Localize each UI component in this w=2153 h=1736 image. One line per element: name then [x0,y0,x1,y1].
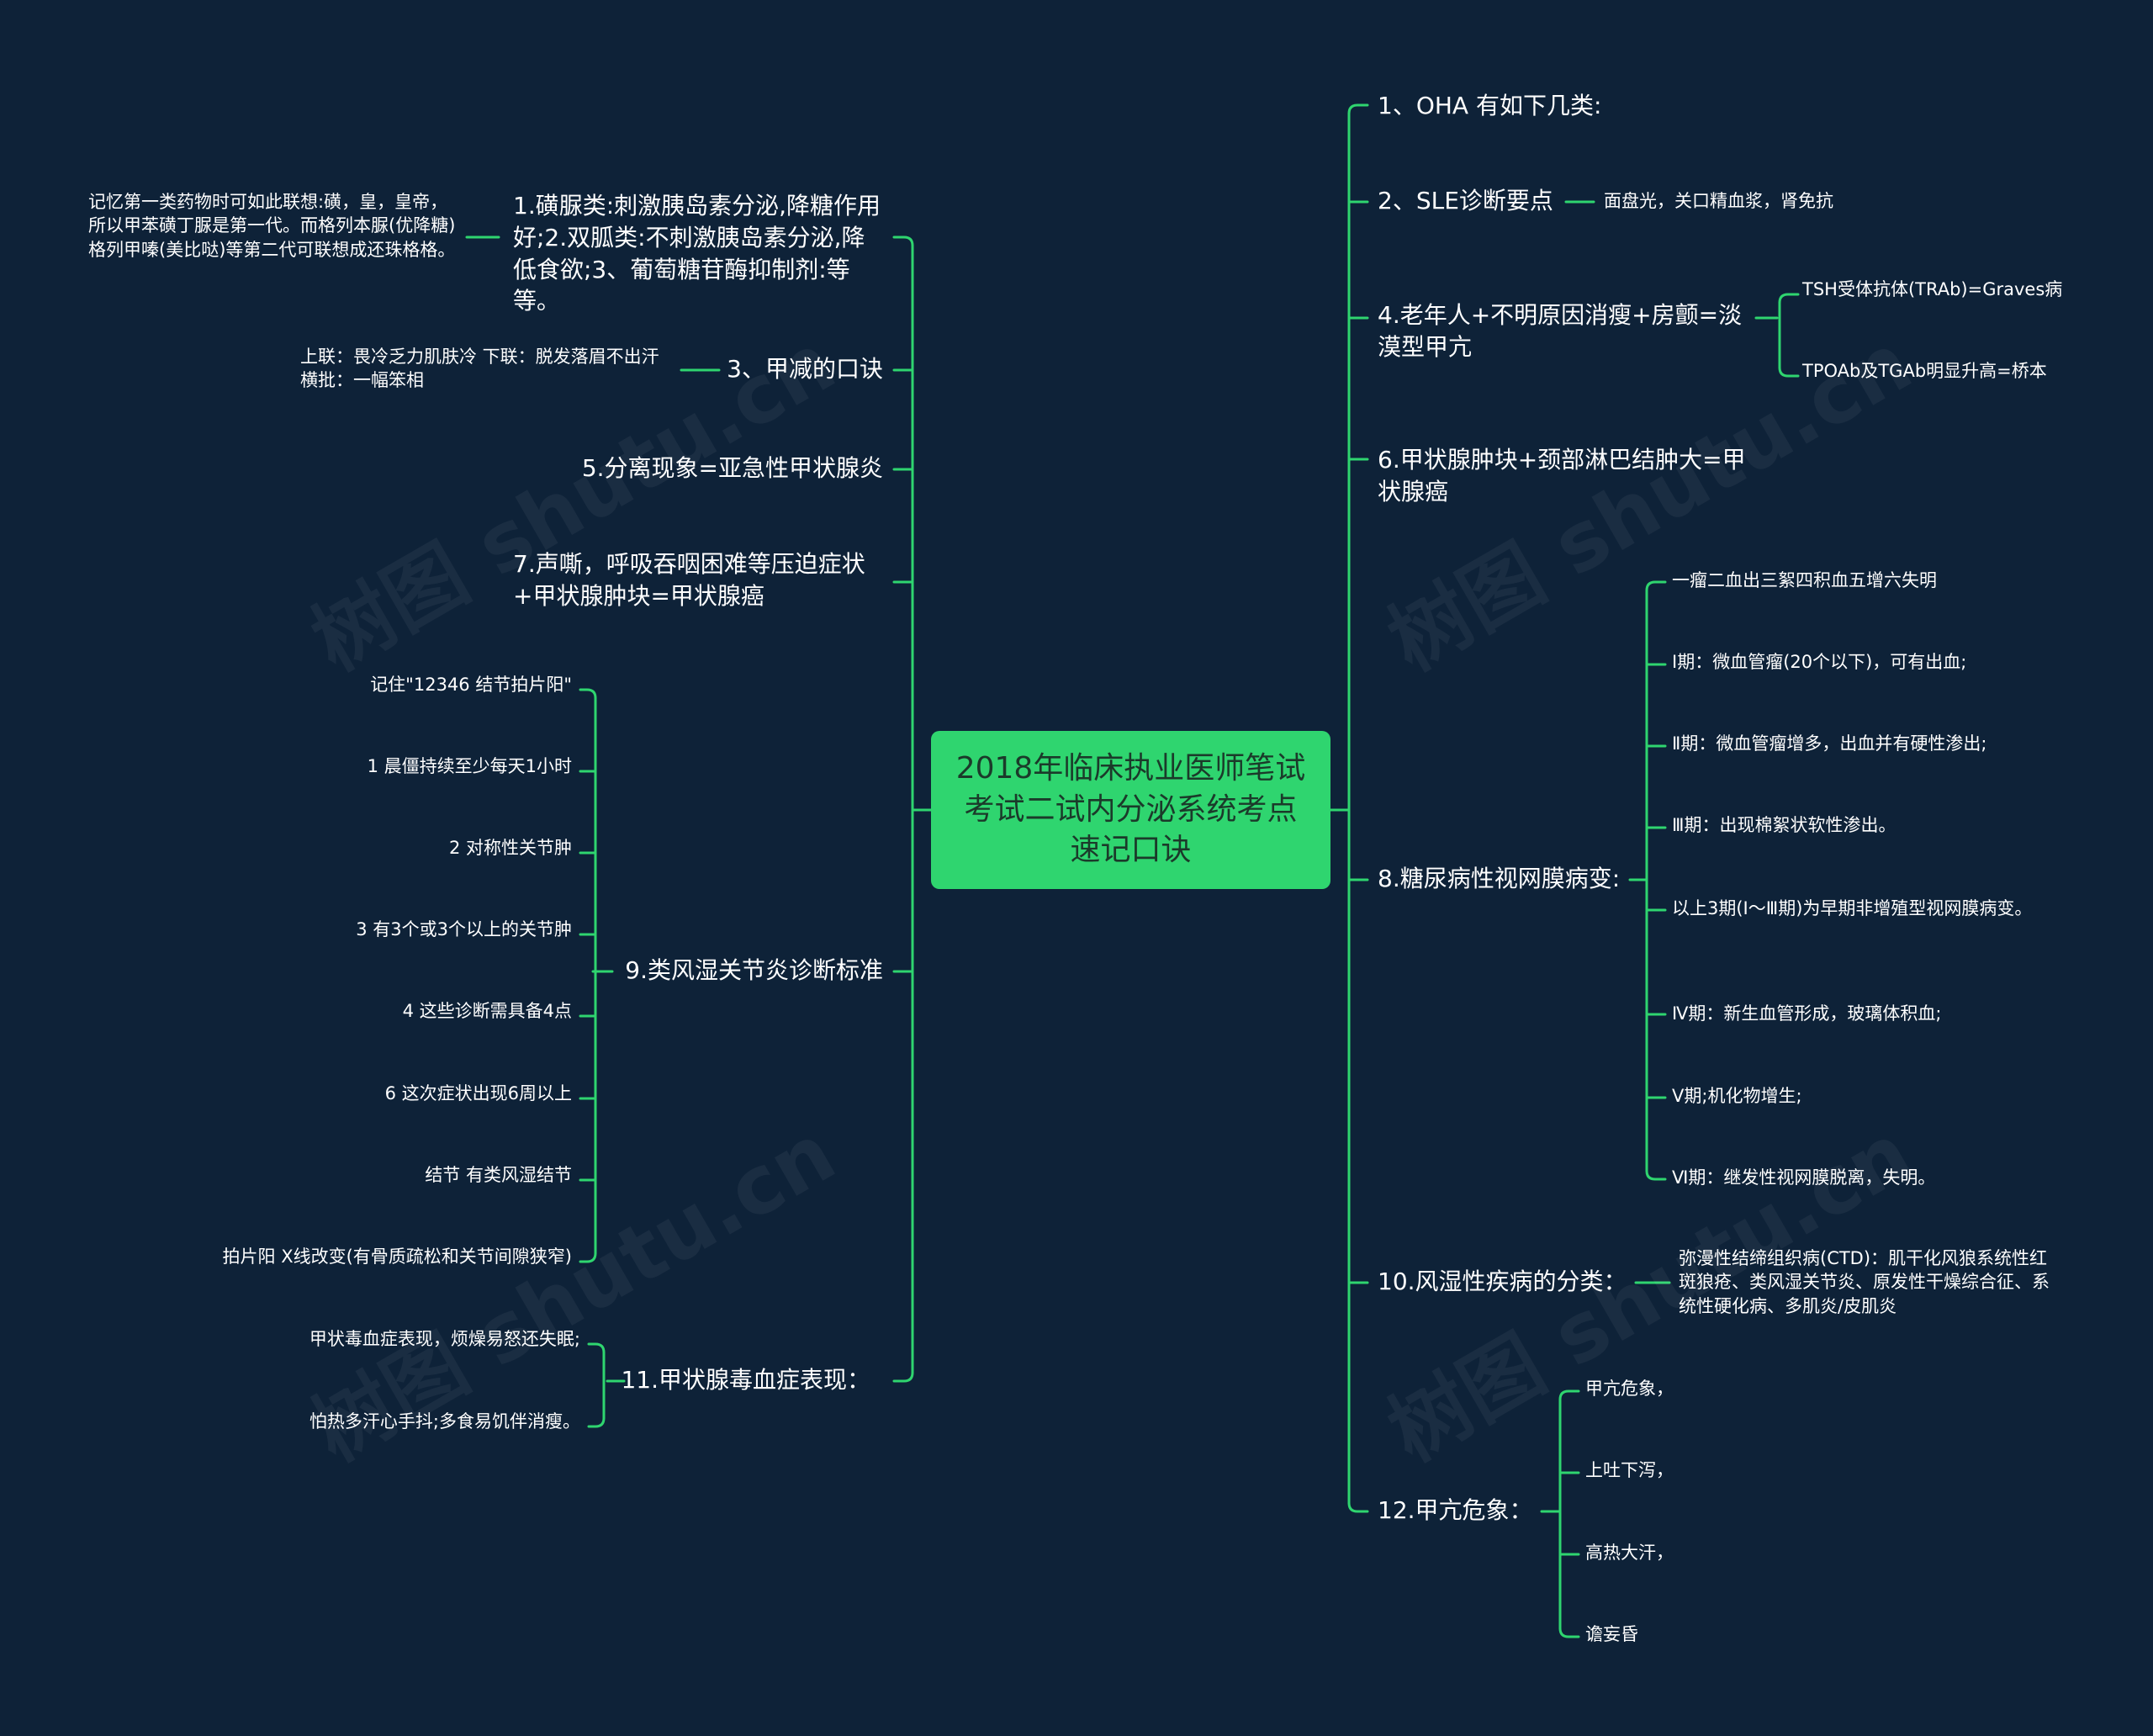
ra-item[interactable]: 3 有3个或3个以上的关节肿 [356,919,572,939]
branch-thyroid-storm[interactable]: 12.甲亢危象： [1378,1496,1533,1524]
retinopathy-items-hook [1645,1169,1667,1181]
branch-apathetic-hyperthyroid[interactable]: 4.老年人+不明原因消瘦+房颤=淡漠型甲亢 [1378,301,1743,361]
thyroid-antibody-item[interactable]: TSH受体抗体(TRAb)=Graves病 [1802,279,2063,299]
branch-sulfonylurea[interactable]: 1.磺脲类:刺激胰岛素分泌,降糖作用好;2.双胍类:不刺激胰岛素分泌,降低食欲;… [513,192,881,315]
note-sle-mnemonic[interactable]: 面盘光，关口精血浆，肾免抗 [1604,191,1833,211]
retinopathy-item[interactable]: Ⅳ期：新生血管形成，玻璃体积血; [1672,1003,1942,1024]
thyroid-antibody-item[interactable]: TPOAb及TGAb明显升高=桥本 [1802,361,2047,381]
branch-thyrotoxicosis[interactable]: 11.甲状腺毒血症表现： [621,1366,870,1394]
thyrotoxicosis-item[interactable]: 怕热多汗心手抖;多食易饥伴消瘦。 [309,1411,580,1432]
thyroid-storm-item[interactable]: 谵妄昏 [1585,1624,1638,1644]
branch-diabetic-retinopathy[interactable]: 8.糖尿病性视网膜病变: [1378,865,1621,892]
branch-dissociation[interactable]: 5.分离现象=亚急性甲状腺炎 [581,454,883,482]
ra-items-hook [579,1252,597,1263]
branch-oha-classes[interactable]: 1、OHA 有如下几类: [1378,92,1602,119]
right-main-hook [1347,1501,1369,1513]
branch-compression-symptoms[interactable]: 7.声嘶，呼吸吞咽困难等压迫症状+甲状腺肿块=甲状腺癌 [513,550,865,610]
storm-items-hook [1558,1389,1580,1401]
ra-item[interactable]: 1 晨僵持续至少每天1小时 [367,756,572,776]
retinopathy-item[interactable]: Ⅲ期：出现棉絮状软性渗出。 [1672,815,1896,835]
right-main-hook [1347,103,1369,115]
ra-item[interactable]: 6 这次症状出现6周以上 [384,1083,572,1104]
note-ctd-list[interactable]: 弥漫性结缔组织病(CTD)：肌干化风狼系统性红斑狼疮、类风湿关节炎、原发性干燥综… [1679,1248,2050,1316]
left-main-hook [892,1371,914,1383]
ra-item[interactable]: 结节 有类风湿结节 [425,1165,572,1185]
note-hypothyroid-couplet[interactable]: 上联：畏冷乏力肌肤冷 下联：脱发落眉不出汗 横批：一幅笨相 [300,347,659,391]
retinopathy-item[interactable]: Ⅱ期：微血管瘤增多，出血并有硬性渗出; [1672,733,1987,754]
central-topic[interactable]: 2018年临床执业医师笔试考试二试内分泌系统考点速记口诀 [931,731,1330,889]
thyrotoxicosis-item[interactable]: 甲状毒血症表现，烦燥易怒还失眠; [309,1329,580,1349]
thyroid-storm-item[interactable]: 上吐下泻， [1585,1460,1674,1480]
thyrotoxicosis-items-hook [587,1416,606,1428]
ra-item[interactable]: 2 对称性关节肿 [448,838,572,858]
thyrotoxicosis-items-hook [587,1342,606,1354]
branch-sle-diagnosis[interactable]: 2、SLE诊断要点 [1378,187,1553,214]
antibody-items-hook [1778,293,1800,304]
left-main-hook [892,236,914,247]
thyroid-storm-item[interactable]: 高热大汗， [1585,1543,1674,1563]
storm-items-hook [1558,1627,1580,1638]
retinopathy-item[interactable]: Ⅴ期;机化物增生; [1672,1086,1802,1106]
branch-rheumatic-classification[interactable]: 10.风湿性疾病的分类： [1378,1268,1627,1295]
thyroid-storm-item[interactable]: 甲亢危象， [1585,1379,1674,1399]
ra-items-hook [579,688,597,700]
ra-item[interactable]: 拍片阳 X线改变(有骨质疏松和关节间隙狭窄) [222,1246,572,1267]
note-sulfonylurea-mnemonic[interactable]: 记忆第一类药物时可如此联想:磺，皇，皇帝，所以甲苯磺丁脲是第一代。而格列本脲(优… [88,192,456,260]
branch-thyroid-cancer[interactable]: 6.甲状腺肿块+颈部淋巴结肿大=甲状腺癌 [1378,446,1746,505]
ra-item[interactable]: 4 这些诊断需具备4点 [402,1001,572,1021]
retinopathy-item[interactable]: Ⅵ期：继发性视网膜脱离，失明。 [1672,1167,1936,1188]
retinopathy-item[interactable]: Ⅰ期：微血管瘤(20个以下)，可有出血; [1672,652,1967,672]
retinopathy-item[interactable]: 一瘤二血出三絮四积血五增六失明 [1672,570,1937,590]
antibody-items-hook [1778,366,1800,378]
ra-item[interactable]: 记住"12346 结节拍片阳" [370,675,572,695]
retinopathy-item[interactable]: 以上3期(Ⅰ～Ⅲ期)为早期非增殖型视网膜病变。 [1672,898,2033,918]
retinopathy-items-hook [1645,580,1667,592]
branch-hypothyroid-mnemonic[interactable]: 3、甲减的口诀 [727,355,883,383]
branch-ra-criteria[interactable]: 9.类风湿关节炎诊断标准 [625,956,883,984]
